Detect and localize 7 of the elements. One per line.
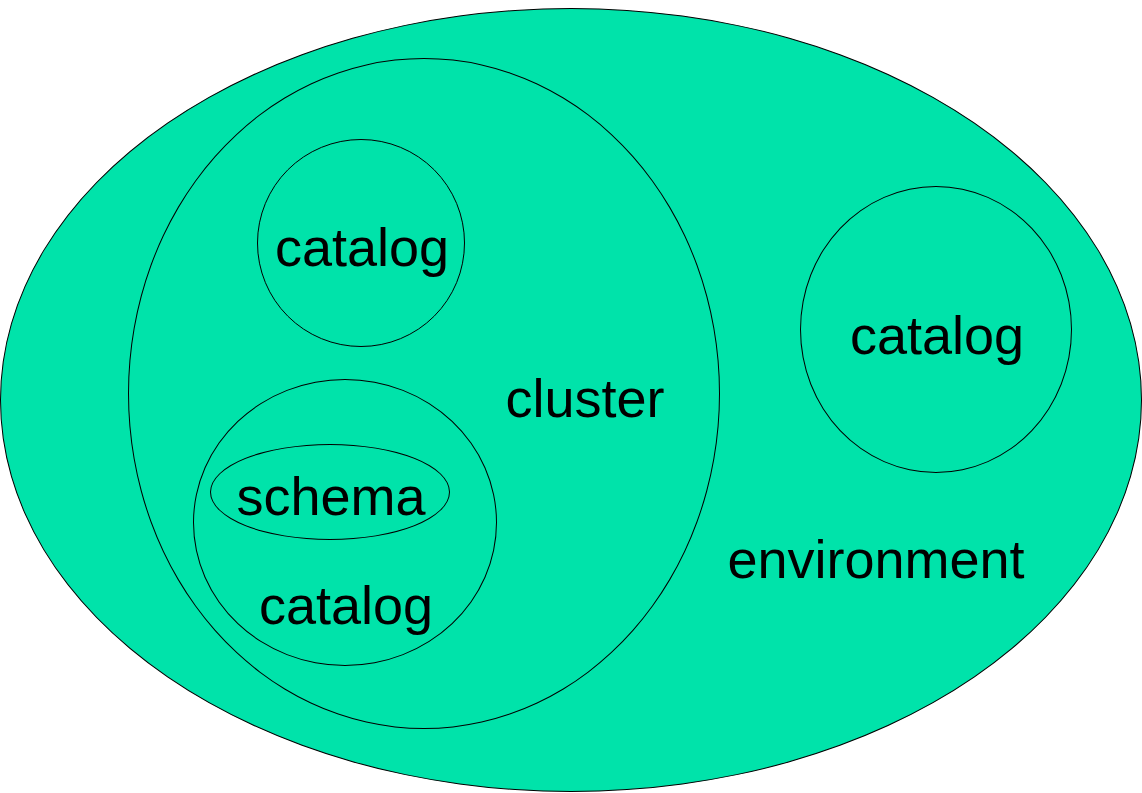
region-label: cluster [505, 371, 665, 425]
containment-ellipse [193, 379, 497, 666]
region-label: schema [236, 469, 426, 523]
containment-ellipse [128, 58, 720, 729]
containment-ellipse [800, 186, 1072, 473]
region-label: environment [727, 532, 1025, 586]
containment-ellipse [0, 8, 1142, 792]
